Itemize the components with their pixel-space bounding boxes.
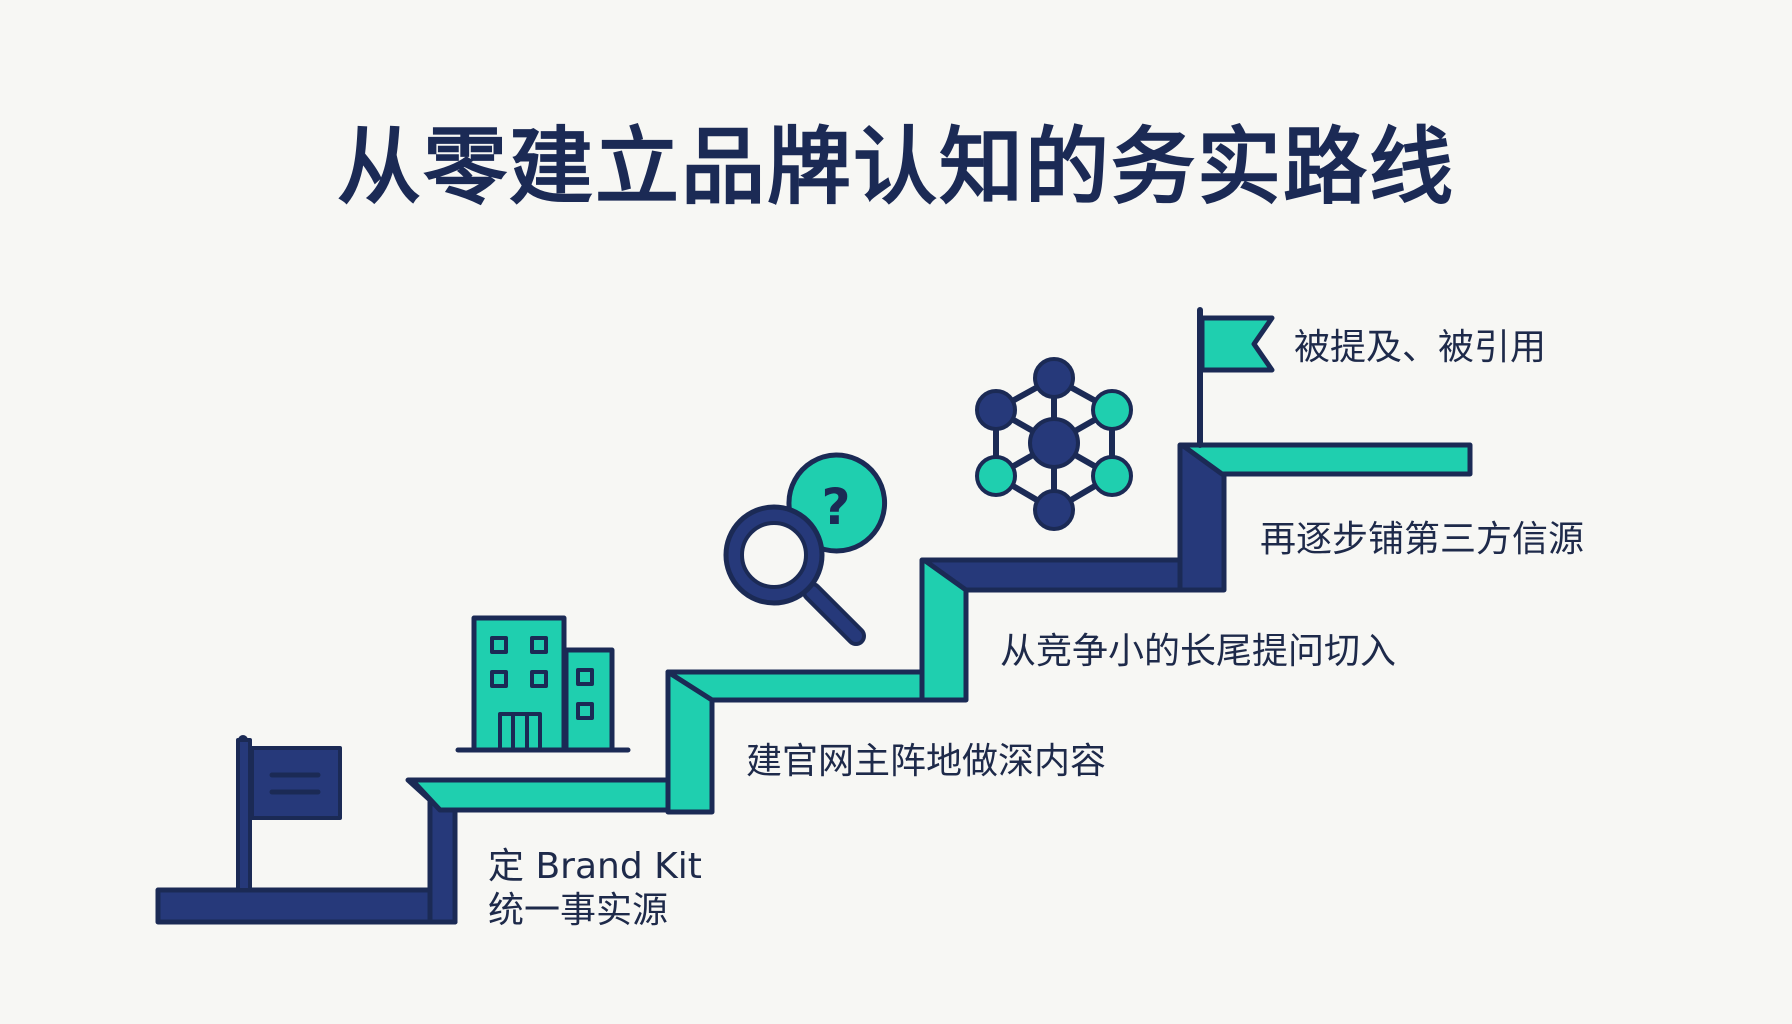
step-5-label: 被提及、被引用 bbox=[1294, 327, 1547, 368]
step-1-title: 定 Brand Kit bbox=[488, 846, 702, 887]
stair-step-3 bbox=[665, 669, 943, 703]
svg-text:?: ? bbox=[821, 478, 850, 536]
page-title: 从零建立品牌认知的务实路线 bbox=[336, 118, 1455, 216]
step-2-label: 建官网主阵地做深内容 bbox=[746, 741, 1107, 782]
flag-icon bbox=[236, 735, 342, 892]
building-icon bbox=[455, 615, 631, 753]
goal-flag-icon bbox=[1197, 307, 1275, 448]
stair-step-2 bbox=[409, 777, 673, 813]
magnifier-question-icon: ? bbox=[723, 452, 888, 646]
step-4-label: 再逐步铺第三方信源 bbox=[1260, 519, 1585, 560]
step-3-label: 从竞争小的长尾提问切入 bbox=[1000, 631, 1397, 672]
staircase bbox=[155, 442, 1473, 925]
network-icon bbox=[975, 357, 1133, 531]
stair-step-5 bbox=[1179, 442, 1473, 477]
step-1-label: 定 Brand Kit 统一事实源 bbox=[488, 845, 702, 933]
stair-step-4 bbox=[921, 557, 1187, 593]
step-1-subtitle: 统一事实源 bbox=[488, 890, 669, 931]
